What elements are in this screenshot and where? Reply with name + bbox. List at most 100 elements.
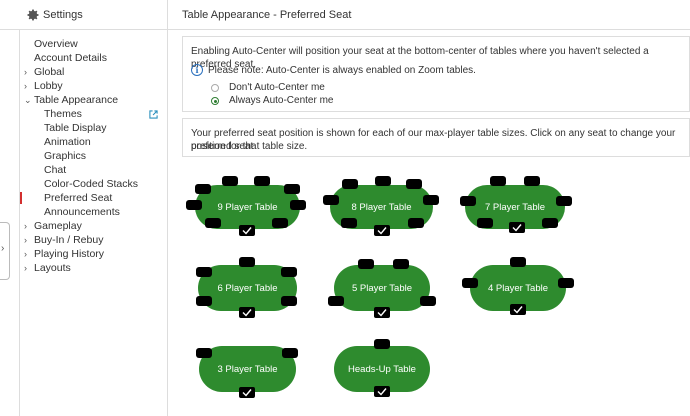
table-label: 5 Player Table [351,283,413,294]
seat[interactable] [490,176,506,186]
checkmark-icon [513,306,523,314]
table-4-player[interactable]: 4 Player Table [470,265,566,311]
sidebar-item-gameplay[interactable]: ›Gameplay [24,220,82,232]
seat[interactable] [239,257,255,267]
seat[interactable] [284,184,300,194]
seat[interactable] [542,218,558,228]
seat[interactable] [281,296,297,306]
table-label: 6 Player Table [217,283,278,294]
seat[interactable] [524,176,540,186]
seat[interactable] [341,218,357,228]
sidebar-item-playing-history[interactable]: ›Playing History [24,248,105,260]
seat[interactable] [205,218,221,228]
selected-seat[interactable] [239,307,255,318]
header-divider [167,0,168,30]
seat[interactable] [282,348,298,358]
seat[interactable] [281,267,297,277]
sidebar-item-themes[interactable]: Themes [44,108,82,120]
checkmark-icon [242,227,252,235]
seat[interactable] [460,196,476,206]
selected-seat[interactable] [374,225,390,236]
preferred-seat-description-line1: Your preferred seat position is shown fo… [191,128,676,152]
table-6-player[interactable]: 6 Player Table [198,265,297,311]
selected-seat[interactable] [374,386,390,397]
table-3-player[interactable]: 3 Player Table [199,346,296,392]
sidebar-item-animation[interactable]: Animation [44,136,91,148]
sidebar-item-announcements[interactable]: Announcements [44,206,120,218]
seat[interactable] [420,296,436,306]
table-label: 4 Player Table [487,283,549,294]
radio-dont-auto-center[interactable] [211,84,219,92]
checkmark-icon [377,227,387,235]
seat[interactable] [196,267,212,277]
seat[interactable] [393,259,409,269]
sidebar-item-lobby[interactable]: ›Lobby [24,80,63,92]
seat[interactable] [423,195,439,205]
active-item-marker [20,192,22,204]
selected-seat[interactable] [239,387,255,398]
seat[interactable] [323,195,339,205]
auto-center-panel: Enabling Auto-Center will position your … [182,36,690,112]
checkmark-icon [377,309,387,317]
seat[interactable] [406,179,422,189]
seat[interactable] [196,348,212,358]
radio-label-always-auto-center[interactable]: Always Auto-Center me [229,95,334,106]
chevron-right-icon: › [24,81,27,91]
external-link-icon[interactable] [149,110,158,121]
sidebar-item-layouts[interactable]: ›Layouts [24,262,71,274]
left-edge-panel [0,30,20,416]
selected-seat[interactable] [239,225,255,236]
chevron-right-icon: › [24,235,27,245]
radio-label-dont-auto-center[interactable]: Don't Auto-Center me [229,82,325,93]
seat[interactable] [254,176,270,186]
chevron-down-icon: ⌄ [24,95,32,105]
sidebar-item-table-display[interactable]: Table Display [44,122,107,134]
auto-center-note: Please note: Auto-Center is always enabl… [208,65,476,76]
sidebar-item-graphics[interactable]: Graphics [44,150,87,162]
seat[interactable] [328,296,344,306]
seat[interactable] [290,200,306,210]
checkmark-icon [377,388,387,396]
info-icon: i [191,64,203,76]
seat[interactable] [408,218,424,228]
seat[interactable] [196,296,212,306]
sidebar-item-table-appearance[interactable]: ⌄Table Appearance [24,94,119,106]
sidebar-item-overview[interactable]: Overview [34,38,78,50]
expand-panel-tab[interactable]: › [0,222,10,280]
seat[interactable] [374,339,390,349]
seat[interactable] [222,176,238,186]
sidebar-item-preferred-seat[interactable]: Preferred Seat [44,192,113,204]
seat[interactable] [462,278,478,288]
sidebar-item-color-coded-stacks[interactable]: Color-Coded Stacks [44,178,138,190]
sidebar-item-global[interactable]: ›Global [24,66,65,78]
sidebar-item-account-details[interactable]: Account Details [34,52,107,64]
radio-always-auto-center[interactable] [211,97,219,105]
sidebar-item-buy-in-rebuy[interactable]: ›Buy-In / Rebuy [24,234,104,246]
selected-seat[interactable] [510,304,526,315]
sidebar-item-chat[interactable]: Chat [44,164,67,176]
page-title: Table Appearance - Preferred Seat [182,9,352,21]
table-heads-up[interactable]: Heads-Up Table [334,346,430,392]
seat[interactable] [195,184,211,194]
chevron-right-icon: › [24,221,27,231]
table-5-player[interactable]: 5 Player Table [334,265,430,311]
selected-seat[interactable] [374,307,390,318]
seat[interactable] [272,218,288,228]
table-label: Heads-Up Table [348,364,416,375]
seat[interactable] [477,218,493,228]
preferred-seat-description-line2: position for that table size. [191,141,308,152]
seat[interactable] [375,176,391,186]
chevron-right-icon: › [1,243,5,254]
seat[interactable] [510,257,526,267]
seat[interactable] [556,196,572,206]
seat[interactable] [186,200,202,210]
checkmark-icon [512,224,522,232]
preferred-seat-description-panel: Your preferred seat position is shown fo… [182,118,690,157]
seat[interactable] [558,278,574,288]
seat[interactable] [358,259,374,269]
selected-seat[interactable] [509,222,525,233]
table-label: 8 Player Table [351,202,412,213]
top-bar: Settings Table Appearance - Preferred Se… [0,0,690,30]
seat[interactable] [342,179,358,189]
table-label: 3 Player Table [217,364,278,375]
